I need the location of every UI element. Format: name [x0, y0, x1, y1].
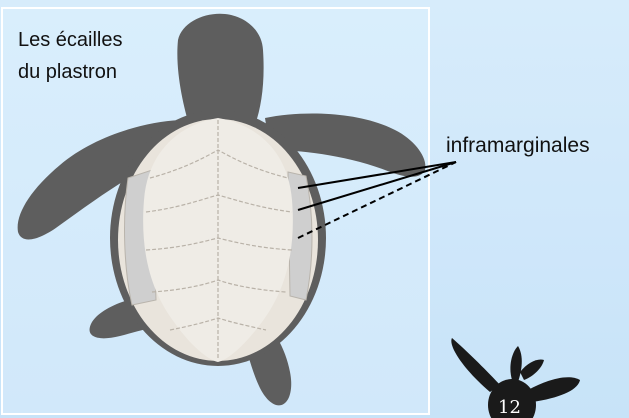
page-number: 12: [498, 397, 521, 418]
title-line-2: du plastron: [18, 56, 178, 88]
inframarginales-label: inframarginales: [446, 134, 590, 158]
title-line-1: Les écailles: [18, 24, 178, 56]
diagram-title: Les écailles du plastron: [18, 24, 178, 88]
